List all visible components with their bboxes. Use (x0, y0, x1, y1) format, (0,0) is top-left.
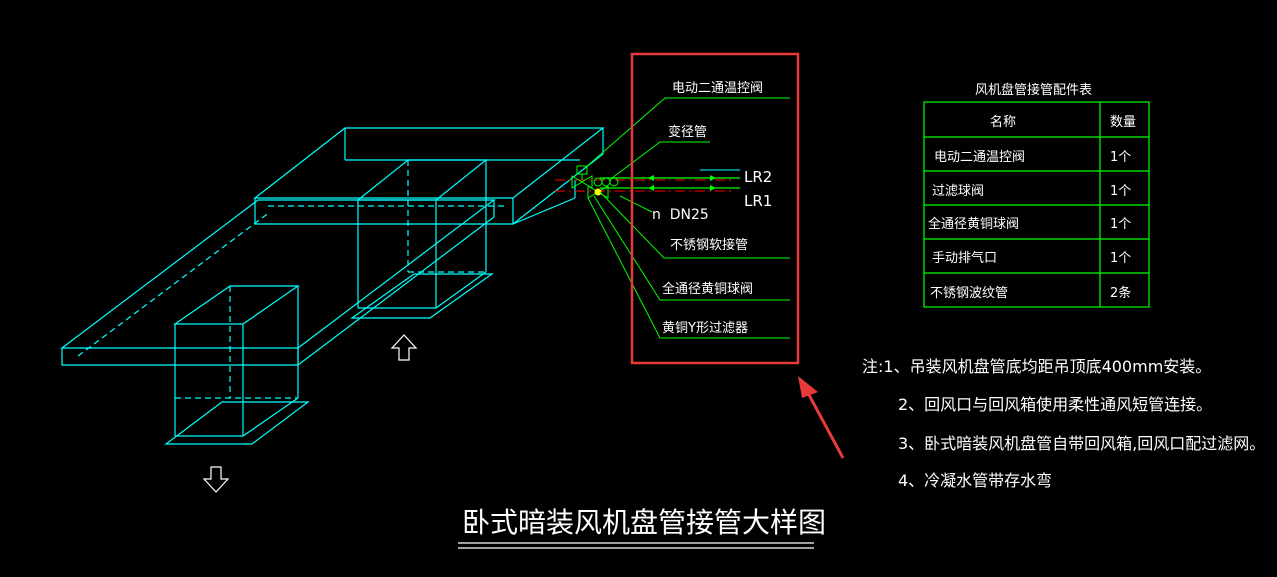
table-cell-name: 不锈钢波纹管 (930, 286, 1008, 301)
drawing-title-block: 卧式暗装风机盘管接管大样图 (458, 506, 826, 549)
pipe-labels: 电动二通温控阀 变径管 LR2 LR1 n DN25 不锈钢软接管 全通径黄铜球… (652, 81, 772, 336)
label-y-filter: 黄铜Y形过滤器 (662, 321, 748, 336)
table-title: 风机盘管接管配件表 (975, 82, 1092, 98)
note-line: 注:1、吊装风机盘管底均距吊顶底400mm安装。 (862, 357, 1211, 376)
rear-return-box (350, 159, 494, 319)
fan-coil-unit-box (253, 127, 605, 225)
fan-coil-isometric (60, 127, 605, 445)
label-reducer: 变径管 (668, 124, 707, 140)
table-header-qty: 数量 (1110, 115, 1136, 130)
note-line: 3、卧式暗装风机盘管自带回风箱,回风口配过滤网。 (898, 434, 1265, 453)
lower-duct-slab (60, 199, 496, 366)
table-header-name: 名称 (990, 114, 1016, 130)
note-line: 4、冷凝水管带存水弯 (898, 471, 1052, 490)
table-cell-name: 电动二通温控阀 (934, 150, 1025, 165)
table-cell-name: 手动排气口 (932, 250, 997, 266)
fittings-table: 风机盘管接管配件表 名称 数量 电动二通温控阀 1个 过滤球阀 1个 全通径黄铜… (923, 82, 1150, 308)
red-pointer-arrow-icon (798, 376, 845, 459)
note-line: 2、回风口与回风箱使用柔性通风短管连接。 (898, 395, 1212, 414)
table-cell-qty: 1个 (1110, 217, 1131, 232)
piping-assembly (555, 165, 740, 199)
drawing-title: 卧式暗装风机盘管接管大样图 (462, 506, 826, 539)
label-electric-valve: 电动二通温控阀 (672, 81, 763, 96)
table-cell-name: 过滤球阀 (932, 184, 984, 199)
label-ss-flex-hose: 不锈钢软接管 (670, 237, 748, 253)
notes-block: 注:1、吊装风机盘管底均距吊顶底400mm安装。 2、回风口与回风箱使用柔性通风… (862, 357, 1265, 490)
table-cell-qty: 2条 (1110, 285, 1131, 301)
table-cell-qty: 1个 (1110, 184, 1131, 199)
table-cell-qty: 1个 (1110, 150, 1131, 165)
table-cell-name: 全通径黄铜球阀 (928, 216, 1019, 232)
label-dn25: n DN25 (652, 207, 709, 223)
leader-lines (585, 97, 790, 339)
table-cell-qty: 1个 (1110, 251, 1131, 266)
front-supply-box (164, 285, 310, 445)
hollow-up-arrow-icon (390, 334, 418, 361)
label-lr1: LR1 (744, 192, 772, 210)
label-lr2: LR2 (744, 168, 772, 186)
hollow-down-arrow-icon (202, 466, 230, 493)
valve-cluster-icon (571, 165, 619, 199)
highlight-box (630, 52, 800, 365)
label-ball-valve: 全通径黄铜球阀 (662, 281, 753, 297)
